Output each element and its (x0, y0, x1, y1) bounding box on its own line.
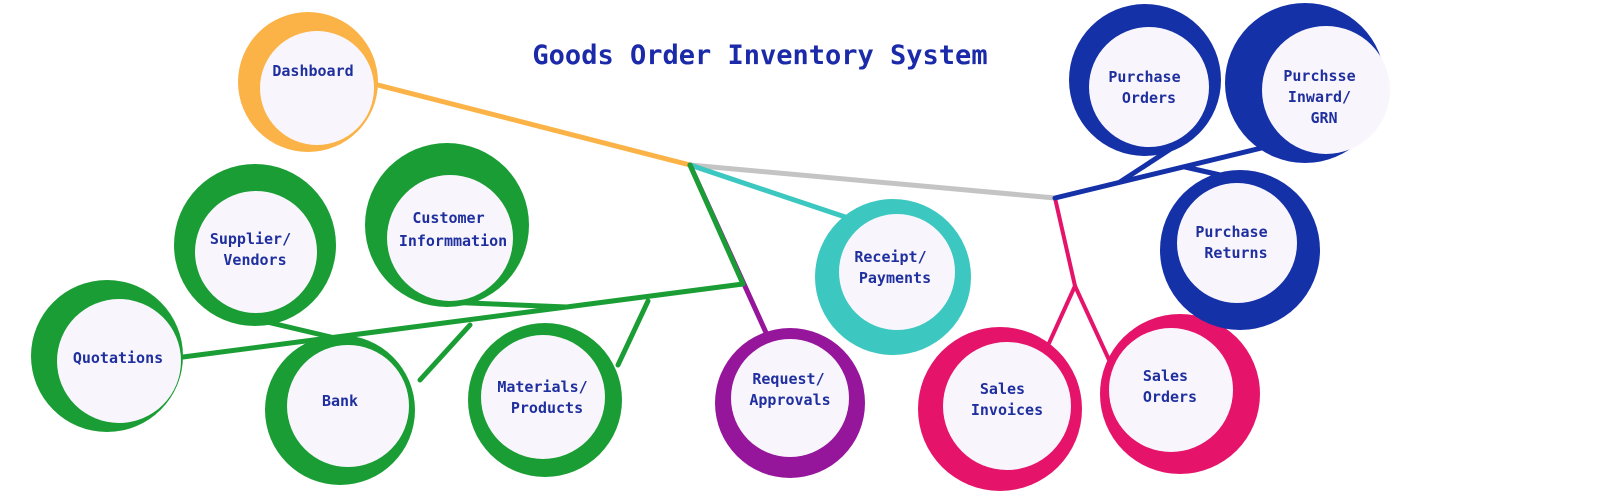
masters-main-connector (180, 281, 746, 360)
dashboard-connector (375, 82, 693, 168)
node-supplier-vendors-label-line-1: Supplier/ (210, 230, 291, 248)
node-sales-orders-center (1109, 328, 1233, 452)
node-customer-information-label: Customer Informmation (399, 209, 507, 250)
node-purchase-inward-grn[interactable]: Purchsse Inward/ GRN (1225, 3, 1390, 163)
node-materials-products[interactable]: Materials/ Products (468, 323, 622, 477)
node-purchase-returns-label-line-1: Purchase (1195, 223, 1267, 241)
node-materials-products-label-line-1: Materials/ (497, 378, 587, 396)
node-bank[interactable]: Bank (265, 335, 415, 485)
node-purchase-orders[interactable]: Purchase Orders (1069, 4, 1221, 156)
node-supplier-vendors[interactable]: Supplier/ Vendors (174, 164, 336, 326)
connector-lines (180, 82, 1285, 383)
node-purchase-returns-center (1177, 183, 1297, 303)
node-sales-orders-label: Sales Orders (1143, 367, 1197, 406)
node-receipt-payments-label-line-2: Payments (859, 269, 931, 287)
sales-connectors (1043, 196, 1112, 364)
node-purchase-inward-grn-label-line-2: Inward/ (1288, 88, 1351, 106)
node-purchase-returns-label-line-2: Returns (1204, 244, 1267, 262)
node-supplier-vendors-label: Supplier/ Vendors (210, 230, 300, 269)
node-customer-information-label-line-2: Informmation (399, 232, 507, 250)
node-sales-orders-label-line-2: Orders (1143, 388, 1197, 406)
node-receipt-payments-label-line-1: Receipt/ (854, 248, 926, 266)
node-purchase-inward-grn-label-line-3: GRN (1310, 109, 1337, 127)
node-sales-invoices-center (943, 342, 1071, 470)
node-materials-products-label: Materials/ Products (497, 378, 596, 417)
node-materials-products-label-line-2: Products (511, 399, 583, 417)
sales-main-connector (1053, 196, 1077, 288)
node-purchase-returns[interactable]: Purchase Returns (1160, 170, 1320, 330)
node-sales-invoices-label-line-1: Sales (980, 380, 1025, 398)
node-purchase-returns-label: Purchase Returns (1195, 223, 1276, 262)
page-title: Goods Order Inventory System (532, 40, 987, 71)
node-bank-label: Bank (322, 392, 358, 410)
node-receipt-payments-label: Receipt/ Payments (854, 248, 935, 287)
node-customer-information-label-line-1: Customer (412, 209, 484, 227)
node-materials-products-center (481, 335, 605, 459)
node-purchase-orders-center (1089, 27, 1209, 147)
materials-products-connector (615, 298, 651, 368)
node-bank-center (287, 345, 409, 467)
node-quotations-center (57, 299, 181, 423)
node-purchase-inward-grn-center (1262, 26, 1390, 154)
node-customer-information[interactable]: Customer Informmation (365, 143, 529, 307)
sales-orders-connector (1073, 284, 1112, 364)
node-purchase-orders-label: Purchase Orders (1108, 68, 1189, 107)
purchase-main-connector (1052, 140, 1285, 201)
node-sales-invoices-label-line-2: Invoices (971, 401, 1043, 419)
node-dashboard[interactable]: Dashboard (238, 12, 378, 152)
masters-connector-main-link (687, 162, 746, 287)
node-sales-orders-label-line-1: Sales (1143, 367, 1188, 385)
node-dashboard-center (260, 31, 374, 145)
node-purchase-orders-label-line-2: Orders (1122, 89, 1176, 107)
node-sales-invoices-label: Sales Invoices (971, 380, 1043, 419)
node-dashboard-label: Dashboard (272, 62, 353, 80)
node-request-approvals-label-line-2: Approvals (749, 391, 830, 409)
node-supplier-vendors-label-line-2: Vendors (223, 251, 286, 269)
node-sales-invoices[interactable]: Sales Invoices (918, 327, 1082, 491)
node-customer-information-center (387, 175, 513, 301)
node-purchase-orders-label-line-1: Purchase (1108, 68, 1180, 86)
node-purchase-inward-grn-label-line-1: Purchsse (1283, 67, 1355, 85)
node-quotations-label: Quotations (73, 349, 163, 367)
sales-invoices-connector (1043, 284, 1077, 354)
node-request-approvals-label: Request/ Approvals (749, 370, 833, 409)
node-receipt-payments[interactable]: Receipt/ Payments (815, 199, 971, 355)
node-request-approvals-label-line-1: Request/ (752, 370, 824, 388)
node-purchase-inward-grn-label: Purchsse Inward/ GRN (1283, 67, 1364, 127)
node-sales-orders[interactable]: Sales Orders (1100, 314, 1260, 474)
node-request-approvals-center (731, 339, 849, 457)
bank-connector (417, 322, 473, 383)
node-quotations[interactable]: Quotations (31, 280, 183, 432)
node-receipt-payments-center (839, 214, 955, 330)
trunk-connector (687, 162, 1058, 201)
node-supplier-vendors-center (195, 191, 317, 313)
node-request-approvals[interactable]: Request/ Approvals (715, 328, 865, 478)
